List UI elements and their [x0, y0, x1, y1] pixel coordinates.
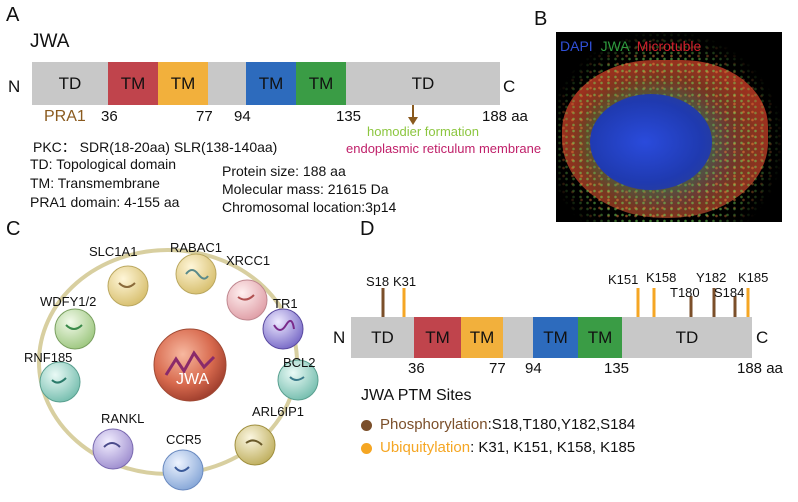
position-d-36: 36	[408, 360, 425, 377]
partner-label-rabac1: RABAC1	[170, 240, 223, 255]
domain-d-linker	[503, 317, 533, 358]
panel-b-label: B	[534, 8, 548, 30]
partner-label-slc1a1: SLC1A1	[89, 244, 138, 259]
ubiq-name: Ubiquitylation	[380, 439, 471, 456]
site-label-k151: K151	[608, 272, 639, 287]
partner-label-rankl: RANKL	[101, 411, 145, 426]
jwa-stain-label: JWA	[600, 38, 629, 54]
legend-td: TD: Topological domain	[30, 156, 177, 172]
position-36: 36	[101, 108, 118, 125]
domain-segment-td-n: TD	[32, 62, 108, 105]
dapi-label: DAPI	[560, 38, 593, 54]
site-label-s184: S184	[714, 285, 745, 300]
microscopy-image	[556, 32, 782, 222]
position-135: 135	[336, 108, 362, 125]
site-label-k158: K158	[646, 270, 677, 285]
domain-d-td-n: TD	[351, 317, 414, 358]
ubiq-sites: : K31, K151, K158, K185	[470, 439, 636, 456]
position-d-188: 188 aa	[737, 360, 783, 377]
position-77: 77	[196, 108, 213, 125]
panel-c-label: C	[6, 218, 21, 240]
legend-tm: TM: Transmembrane	[30, 175, 160, 191]
interaction-network	[37, 248, 319, 491]
partner-label-ccr5: CCR5	[166, 432, 202, 447]
domain-d-tm2: TM	[461, 317, 503, 358]
domain-segment-tm2: TM	[158, 62, 208, 105]
panel-d-label: D	[360, 218, 375, 240]
position-d-94: 94	[525, 360, 542, 377]
partner-node-rnf185	[39, 361, 81, 403]
n-terminus-label-d: N	[333, 328, 346, 347]
partner-node-rankl	[92, 428, 134, 470]
molecular-mass: Molecular mass: 21615 Da	[222, 181, 389, 197]
pra1-label: PRA1	[44, 108, 86, 125]
partner-node-wdfy12	[54, 308, 96, 350]
phospho-legend: Phosphorylation:S18,T180,Y182,S184	[361, 416, 635, 433]
site-label-s18: S18	[366, 274, 390, 289]
jwa-center-label: JWA	[176, 371, 210, 388]
domain-d-td-c: TD	[622, 317, 752, 358]
er-membrane-label: endoplasmic reticulum membrane	[346, 141, 542, 156]
ptm-site-ticks	[381, 288, 750, 318]
nucleus	[590, 94, 712, 190]
ptm-sites-title: JWA PTM Sites	[361, 387, 472, 404]
jwa-center-node	[153, 328, 227, 402]
partner-node-ccr5	[162, 449, 204, 491]
legend-pra1: PRA1 domain: 4-155 aa	[30, 194, 180, 210]
position-d-135: 135	[604, 360, 630, 377]
domain-segment-linker	[208, 62, 246, 105]
stain-legend: DAPI JWA Microtuble	[560, 38, 701, 54]
site-label-k185: K185	[738, 270, 769, 285]
partner-node-bcl2	[277, 359, 319, 401]
partner-node-slc1a1	[107, 265, 149, 307]
domain-segment-tm4: TM	[296, 62, 346, 105]
position-94: 94	[234, 108, 251, 125]
panel-a-label: A	[6, 4, 20, 26]
domain-segment-td-c: TD	[346, 62, 500, 105]
site-label-k31: K31	[393, 274, 417, 289]
partner-label-arl6ip1: ARL6IP1	[252, 404, 305, 419]
ubiq-legend: Ubiquitylation: K31, K151, K158, K185	[361, 439, 635, 456]
domain-segment-tm3: TM	[246, 62, 296, 105]
partner-label-bcl2: BCL2	[283, 355, 316, 370]
c-terminus-label-d: C	[756, 328, 769, 347]
phospho-sites: :S18,T180,Y182,S184	[487, 416, 636, 433]
partner-node-tr1	[262, 308, 304, 350]
protein-size: Protein size: 188 aa	[222, 163, 346, 179]
partner-label-rnf185: RNF185	[24, 350, 73, 365]
phospho-dot-icon	[361, 419, 372, 431]
phospho-name: Phosphorylation	[380, 416, 488, 433]
pkc-sites: PKC： SDR(18-20aa) SLR(138-140aa)	[33, 139, 278, 155]
domain-segment-tm1: TM	[108, 62, 158, 105]
site-label-y182: Y182	[696, 270, 727, 285]
down-arrow-icon	[408, 105, 418, 125]
domain-d-tm3: TM	[533, 317, 578, 358]
protein-title: JWA	[30, 31, 70, 52]
position-188: 188 aa	[482, 108, 528, 125]
microtuble-label: Microtuble	[636, 38, 702, 54]
position-d-77: 77	[489, 360, 506, 377]
chromosomal-location: Chromosomal location:3p14	[222, 199, 397, 215]
domain-d-tm4: TM	[578, 317, 622, 358]
partner-label-tr1: TR1	[273, 296, 298, 311]
homodimer-formation-label: homodier formation	[367, 124, 479, 139]
partner-label-xrcc1: XRCC1	[226, 253, 271, 268]
partner-node-rabac1	[175, 253, 217, 295]
c-terminus-label: C	[503, 77, 516, 96]
partner-label-wdfy12: WDFY1/2	[40, 294, 97, 309]
domain-d-tm1: TM	[414, 317, 461, 358]
partner-node-xrcc1	[226, 279, 268, 321]
n-terminus-label: N	[8, 77, 21, 96]
ubiq-dot-icon	[361, 442, 372, 454]
site-label-t180: T180	[670, 285, 700, 300]
partner-node-arl6ip1	[234, 424, 276, 466]
